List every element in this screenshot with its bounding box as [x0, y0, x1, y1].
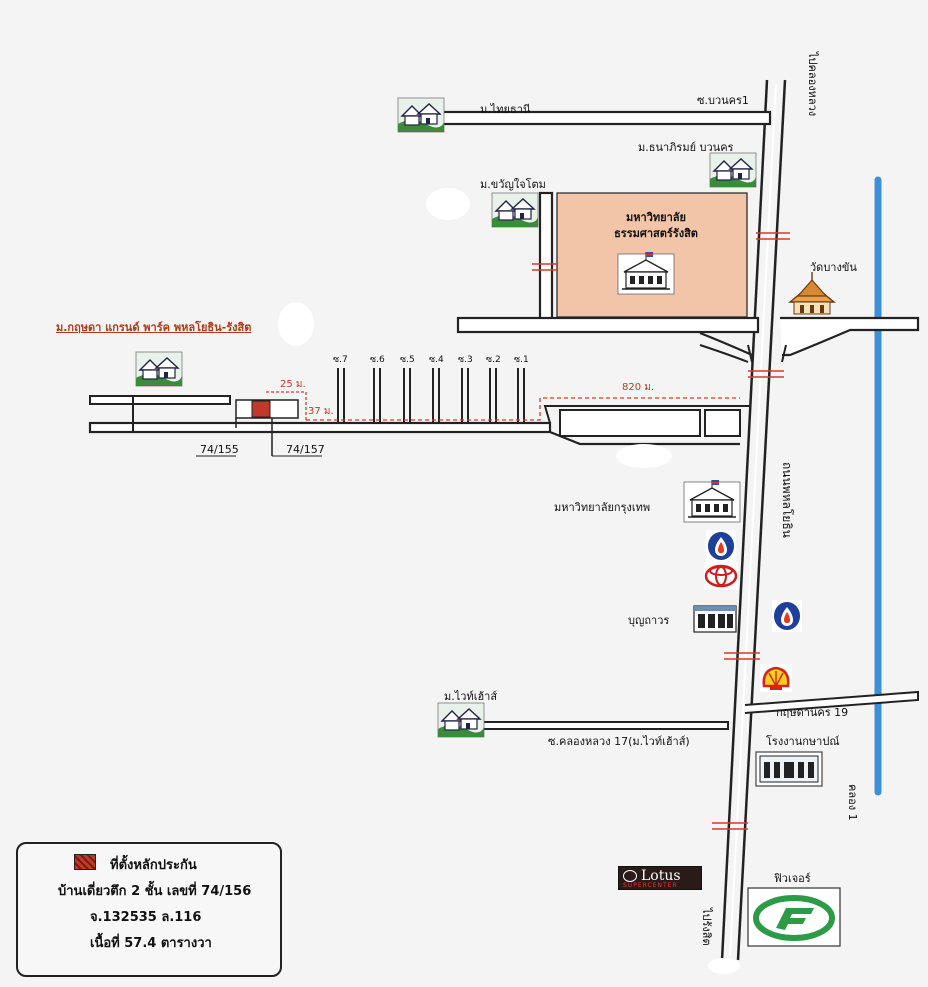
village-icon [397, 97, 445, 133]
village-icon [437, 702, 485, 738]
village-icon [135, 351, 183, 387]
house-number-right: 74/157 [286, 443, 325, 456]
soi-roads [337, 368, 525, 423]
lotus-supercenter-logo: Lotus SUPERCENTER [618, 866, 702, 890]
legend-line1: บ้านเดี่ยวตึก 2 ชั้น เลขที่ 74/156 [58, 884, 252, 899]
village-icon [709, 152, 757, 188]
phahonyothin-road-label: ถนนพหลโยธิน [780, 462, 794, 538]
legend-line3: เนื้อที่ 57.4 ตารางวา [90, 936, 212, 951]
main-road-right [736, 79, 787, 961]
soi3-label: ซ.3 [458, 355, 473, 365]
soi7-label: ซ.7 [333, 355, 348, 365]
univ-name-line1: มหาวิทยาลัย [626, 211, 686, 224]
village-icon [491, 192, 539, 228]
to-khlong-luang-label: ไปคลองหลวง [806, 52, 819, 117]
lotus-sub-text: SUPERCENTER [623, 882, 678, 889]
soi-khlong-luang17-label: ซ.คลองหลวง 17(ม.ไวท์เฮ้าส์) [548, 735, 690, 748]
dimension-820m: 820 ม. [622, 382, 655, 393]
collateral-house [251, 400, 271, 418]
mint-label: โรงงานกษาปณ์ [766, 735, 840, 748]
road-project-main [88, 421, 552, 434]
to-rangsit-label: ไปรังสิต [700, 908, 713, 946]
road-white-house [477, 721, 729, 730]
lotus-brand-text: Lotus [641, 868, 681, 884]
dimension-lines [266, 391, 740, 421]
shell-station-icon [760, 664, 792, 692]
soi4-label: ซ.4 [429, 355, 444, 365]
future-label: ฟิวเจอร์ [774, 872, 811, 885]
lotus-icon [623, 870, 637, 882]
thanapirom-label: ม.ธนาภิรมย์ บวนคร [638, 141, 734, 154]
road-crossing-marks [532, 232, 790, 830]
road-krisdanakorn19 [744, 690, 919, 714]
univ-name-line2: ธรรมศาสตร์รังสิต [614, 227, 698, 240]
bunthawon-label: บุญถาวร [628, 614, 670, 627]
ptt-station-icon [772, 600, 802, 632]
white-house-label: ม.ไวท์เฮ้าส์ [444, 690, 498, 703]
school-building-icon [617, 251, 675, 295]
mint-building-icon [755, 751, 823, 787]
wat-bang-khan-label: วัดบางขัน [810, 261, 857, 274]
project-name-link[interactable]: ม.กฤษดา แกรนด์ พาร์ค พหลโยธิน-รังสิต [56, 321, 252, 334]
store-building-icon [693, 605, 737, 633]
road-kwanjai [538, 191, 554, 325]
dimension-37m: 37 ม. [308, 406, 334, 417]
future-park-logo-icon [747, 887, 841, 947]
soi6-label: ซ.6 [370, 355, 385, 365]
soi5-label: ซ.5 [400, 355, 415, 365]
road-project-upper [89, 395, 231, 405]
krisdanakorn19-label: กฤษดานคร 19 [776, 706, 849, 719]
collateral-legend: ที่ตั้งหลักประกัน บ้านเดี่ยวตึก 2 ชั้น เ… [16, 842, 282, 977]
ptt-station-icon [706, 530, 736, 562]
soi-bowonkon1-label: ซ.บวนคร1 [697, 94, 749, 107]
main-road-left [720, 79, 769, 961]
khlong1-label: คลอง 1 [846, 784, 859, 821]
bangkok-univ-label: มหาวิทยาลัยกรุงเทพ [554, 501, 651, 514]
temple-icon [786, 272, 838, 316]
soi1-label: ซ.1 [514, 355, 529, 365]
dimension-25m: 25 ม. [280, 379, 306, 390]
school-building-icon [683, 479, 741, 523]
toyota-logo-icon [704, 562, 738, 590]
collateral-swatch [74, 854, 96, 870]
thai-thani-label: ม.ไทยธานี [480, 103, 531, 116]
legend-title: ที่ตั้งหลักประกัน [110, 858, 197, 873]
house-number-left: 74/155 [200, 443, 239, 456]
legend-line2: จ.132535 ล.116 [90, 910, 202, 925]
soi2-label: ซ.2 [486, 355, 501, 365]
kwanjai-tom-label: ม.ขวัญใจโตม [480, 178, 546, 191]
road-under-university [456, 316, 760, 334]
